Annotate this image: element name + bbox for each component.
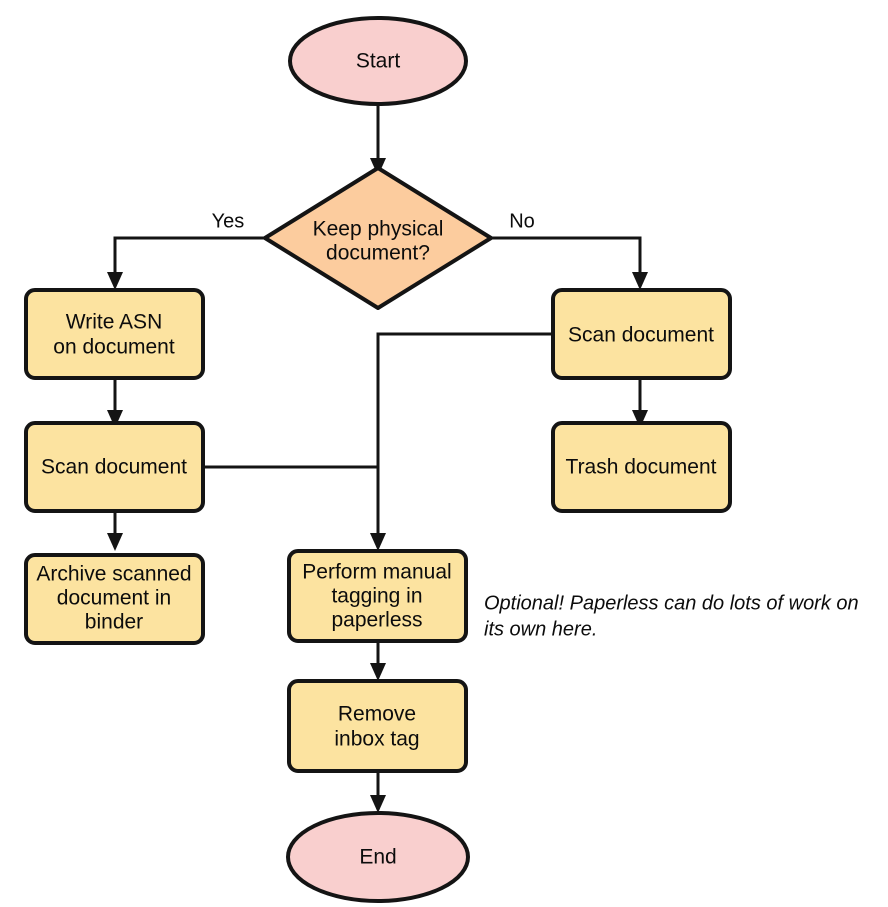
archive-binder-rect-shape [24, 553, 205, 645]
end-ellipse-shape [286, 811, 470, 903]
edge-manualtagging-to-removeinbox [370, 641, 386, 681]
node-keep-physical-document-decision[interactable]: Keep physical document? [263, 166, 493, 310]
node-remove-inbox-tag[interactable]: Remove inbox tag [287, 679, 468, 773]
node-archive-scanned-document-in-binder[interactable]: Archive scanned document in binder [24, 553, 205, 645]
edge-scanright-to-manualtagging [370, 332, 553, 551]
node-start[interactable]: Start [288, 16, 468, 106]
remove-inbox-tag-rect-shape [287, 679, 468, 773]
edge-label-yes: Yes [212, 210, 245, 232]
annotation-optional-note-line1: Optional! Paperless can do lots of work … [484, 592, 859, 614]
start-ellipse-shape [288, 16, 468, 106]
edge-writeasn-to-scanleft [107, 378, 123, 428]
node-scan-document-left[interactable]: Scan document [24, 421, 205, 513]
annotation-optional-note-line2: its own here. [484, 618, 597, 640]
annotation-optional-note: Optional! Paperless can do lots of work … [484, 592, 859, 640]
node-trash-document[interactable]: Trash document [551, 421, 732, 513]
edge-decision-no [491, 236, 648, 290]
node-perform-manual-tagging[interactable]: Perform manual tagging in paperless [287, 549, 468, 643]
edge-scanright-to-trash [632, 378, 648, 428]
edge-decision-yes [107, 236, 265, 290]
edge-label-no: No [509, 210, 535, 232]
node-scan-document-right[interactable]: Scan document [551, 288, 732, 380]
edge-start-to-decision [370, 104, 386, 176]
scan-document-right-rect-shape [551, 288, 732, 380]
edge-scanleft-to-archive [107, 510, 123, 551]
edge-removeinbox-to-end [370, 771, 386, 813]
write-asn-rect-shape [24, 288, 205, 380]
node-write-asn-on-document[interactable]: Write ASN on document [24, 288, 205, 380]
node-end[interactable]: End [286, 811, 470, 903]
scan-document-left-rect-shape [24, 421, 205, 513]
decision-diamond-shape [263, 166, 493, 310]
manual-tagging-rect-shape [287, 549, 468, 643]
trash-document-rect-shape [551, 421, 732, 513]
